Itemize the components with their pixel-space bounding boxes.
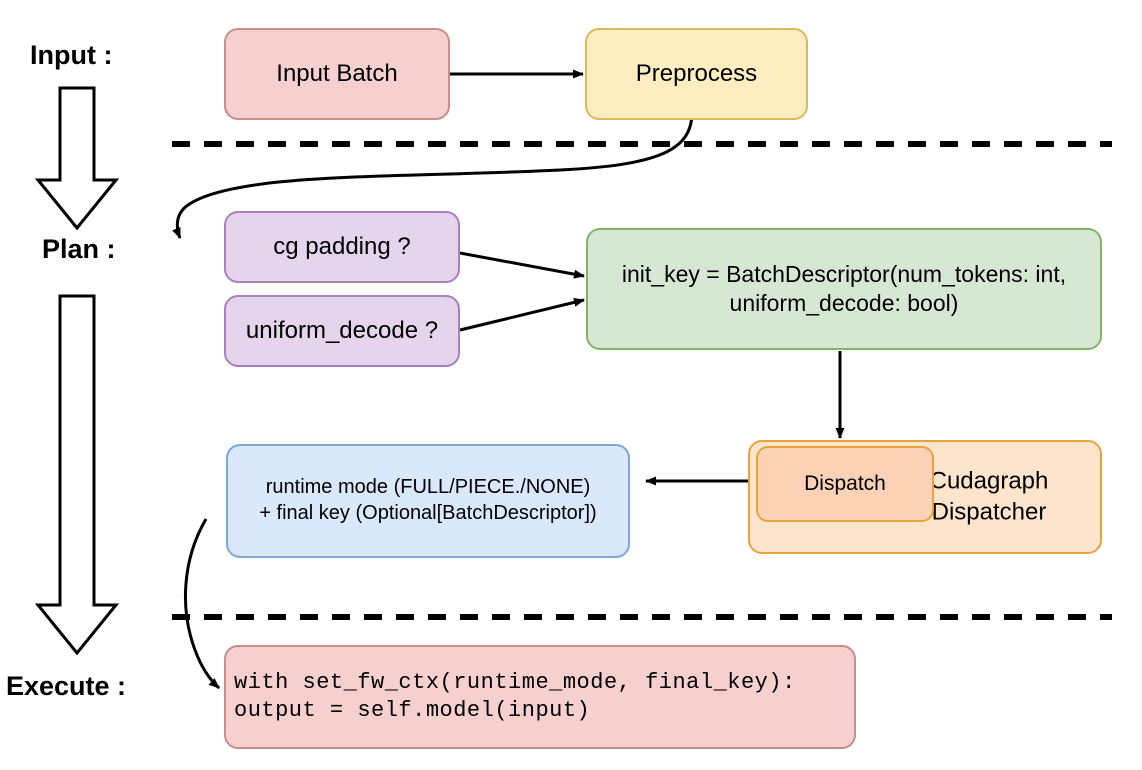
stage-label-execute: Execute :: [6, 671, 127, 701]
node-runtime-mode[interactable]: runtime mode (FULL/PIECE./NONE) + final …: [226, 444, 630, 558]
node-code-block-label: with set_fw_ctx(runtime_mode, final_key)…: [234, 669, 796, 723]
stage-arrow-plan-to-execute: [34, 294, 120, 656]
node-cg-padding-label: cg padding ?: [273, 232, 411, 260]
node-runtime-mode-label: runtime mode (FULL/PIECE./NONE) + final …: [259, 476, 597, 524]
node-cudagraph-dispatcher-label: Cudagraph Dispatcher: [929, 467, 1049, 525]
node-input-batch-label: Input Batch: [276, 59, 398, 87]
node-dispatch-label: Dispatch: [804, 471, 886, 495]
node-dispatch[interactable]: Dispatch: [756, 446, 934, 522]
node-init-key-label: init_key = BatchDescriptor(num_tokens: i…: [621, 260, 1067, 316]
node-uniform-decode[interactable]: uniform_decode ?: [224, 295, 460, 367]
node-preprocess[interactable]: Preprocess: [585, 28, 808, 120]
node-cg-padding[interactable]: cg padding ?: [224, 211, 460, 283]
node-init-key[interactable]: init_key = BatchDescriptor(num_tokens: i…: [586, 228, 1102, 350]
node-preprocess-label: Preprocess: [635, 59, 758, 87]
node-uniform-decode-label: uniform_decode ?: [245, 316, 439, 344]
arrow-runtimemode-to-code: [183, 518, 221, 690]
node-code-block[interactable]: with set_fw_ctx(runtime_mode, final_key)…: [224, 645, 856, 749]
stage-label-plan: Plan :: [42, 234, 116, 264]
arrow-uniformdecode-to-initkey: [459, 297, 585, 332]
node-input-batch[interactable]: Input Batch: [224, 28, 450, 120]
stage-arrow-input-to-plan: [34, 86, 120, 231]
arrow-cgpadding-to-initkey: [459, 251, 585, 279]
stage-label-input: Input :: [30, 40, 113, 70]
